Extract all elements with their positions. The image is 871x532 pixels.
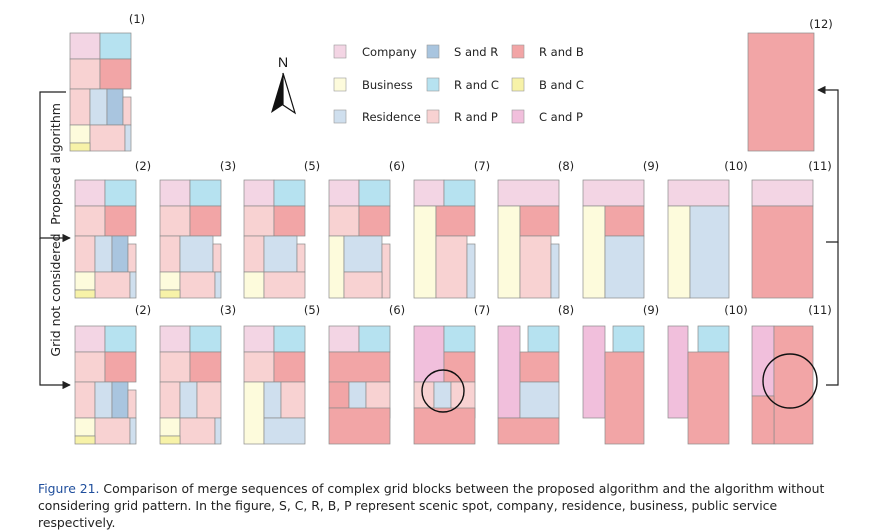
block-proposed-7 — [667, 179, 730, 299]
block-proposed-0 — [74, 179, 137, 299]
label-grid-not-considered-2: (5) — [304, 303, 320, 317]
legend-label-business: Business — [362, 78, 413, 92]
arrow-to-proposed-row — [39, 91, 71, 243]
legend-label-b_and_c: B and C — [539, 78, 584, 92]
label-step-1: (1) — [129, 12, 145, 26]
label-proposed-4: (7) — [474, 159, 490, 173]
label-grid-not-considered-6: (9) — [643, 303, 659, 317]
block-grid-not-considered-2 — [243, 325, 306, 445]
label-grid-not-considered-8: (11) — [808, 303, 832, 317]
label-proposed-7: (10) — [724, 159, 748, 173]
label-grid-not-considered-1: (3) — [220, 303, 236, 317]
arrow-proposed-to-final — [817, 85, 839, 243]
block-grid-not-considered-6 — [582, 325, 645, 445]
figure-caption: Figure 21. Comparison of merge sequences… — [38, 480, 850, 531]
block-proposed-5 — [497, 179, 560, 299]
label-proposed-2: (5) — [304, 159, 320, 173]
highlight-circle-step-7 — [421, 369, 465, 413]
block-final — [747, 32, 815, 152]
legend-swatch-r_and_p — [426, 109, 440, 124]
block-initial — [69, 32, 132, 152]
legend-swatch-business — [333, 77, 347, 92]
block-grid-not-considered-7 — [667, 325, 730, 445]
block-proposed-4 — [413, 179, 476, 299]
block-proposed-1 — [159, 179, 222, 299]
north-label: N — [278, 54, 288, 70]
legend-swatch-s_and_r — [426, 44, 440, 59]
label-proposed-1: (3) — [220, 159, 236, 173]
merge-blocks — [69, 32, 818, 445]
label-grid-not-considered-3: (6) — [389, 303, 405, 317]
arrow-to-grid-not-considered-row — [39, 238, 71, 390]
label-step-12: (12) — [809, 17, 833, 31]
block-grid-not-considered-8 — [751, 325, 814, 445]
flow-arrows — [39, 85, 839, 390]
arrow-grid-not-considered-to-final — [826, 242, 839, 386]
legend-label-r_and_c: R and C — [454, 78, 499, 92]
block-grid-not-considered-3 — [328, 325, 391, 445]
legend-label-s_and_r: S and R — [454, 45, 498, 59]
legend-swatch-residence — [333, 109, 347, 124]
block-proposed-3 — [328, 179, 391, 299]
legend-swatch-r_and_c — [426, 77, 440, 92]
label-proposed-8: (11) — [808, 159, 832, 173]
label-grid-not-considered-0: (2) — [135, 303, 151, 317]
highlight-circle-step-11 — [762, 353, 818, 409]
block-proposed-2 — [243, 179, 306, 299]
label-proposed-3: (6) — [389, 159, 405, 173]
caption-label: Figure 21. — [38, 481, 100, 496]
label-grid-not-considered-7: (10) — [724, 303, 748, 317]
label-grid-not-considered-5: (8) — [558, 303, 574, 317]
legend-swatch-b_and_c — [511, 77, 525, 92]
legend-label-r_and_p: R and P — [454, 110, 498, 124]
label-grid-not-considered-4: (7) — [474, 303, 490, 317]
north-arrow-icon: N — [271, 54, 297, 115]
side-label-proposed: Proposed algorithm — [48, 103, 63, 225]
legend: Company S and R R and B Business R and C B an… — [333, 44, 584, 124]
legend-label-company: Company — [362, 45, 417, 59]
block-grid-not-considered-0 — [74, 325, 137, 445]
legend-label-residence: Residence — [362, 110, 421, 124]
block-grid-not-considered-5 — [497, 325, 560, 445]
label-proposed-0: (2) — [135, 159, 151, 173]
label-proposed-5: (8) — [558, 159, 574, 173]
caption-text: Comparison of merge sequences of complex… — [38, 481, 825, 530]
side-label-grid-not-considered: Grid not considered — [48, 233, 63, 356]
block-grid-not-considered-1 — [159, 325, 222, 445]
legend-label-r_and_b: R and B — [539, 45, 584, 59]
legend-swatch-company — [333, 44, 347, 59]
label-proposed-6: (9) — [643, 159, 659, 173]
block-proposed-6 — [582, 179, 645, 299]
figure-diagram: Company S and R R and B Business R and C B an… — [39, 12, 839, 445]
legend-swatch-c_and_p — [511, 109, 525, 124]
legend-swatch-r_and_b — [511, 44, 525, 59]
step-labels: (1) (12) (2) (2) (3) (3) (5) (5) (6) (6) (7) (7) (8)… — [129, 12, 833, 317]
block-proposed-8 — [751, 179, 814, 299]
legend-label-c_and_p: C and P — [539, 110, 583, 124]
